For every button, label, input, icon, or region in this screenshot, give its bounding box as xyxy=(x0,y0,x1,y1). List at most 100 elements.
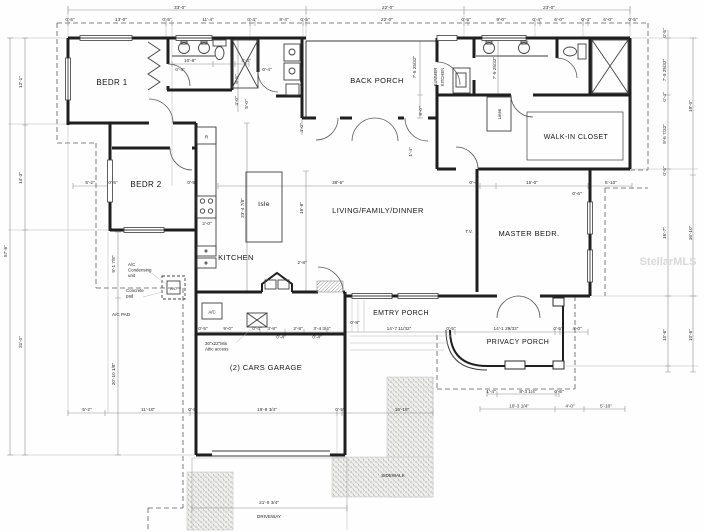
dimension-label: 31'-0" xyxy=(18,336,23,348)
dimension-label: 1'-4" xyxy=(486,389,496,394)
dimension-label: 5'-2" xyxy=(82,407,92,412)
dimension-label: 2'-0" xyxy=(202,221,212,226)
dimension-label: 0'-4" xyxy=(469,180,479,185)
garage-door xyxy=(212,450,330,457)
dimension-label: 0'-4" xyxy=(276,335,286,340)
dimension-label: 22'-0" xyxy=(381,17,393,22)
dimension-label: 0'-4" xyxy=(175,67,185,72)
dimension-label: 0'-4" xyxy=(662,92,667,102)
dimension-label: 0'-5" xyxy=(662,166,667,176)
dimension-label: 0'-4" xyxy=(581,17,591,22)
room-label: Isle xyxy=(258,201,270,208)
note-label: KITCHEN xyxy=(440,68,445,86)
room-label: EMTRY PORCH xyxy=(373,310,429,317)
room-labels-layer: BEDR 1 BEDR 2 KITCHEN IsleLIVING/FAMILY/DIN… xyxy=(96,76,608,372)
dimension-labels-layer: 33'-0" 22'-0" 23'-0" 0'-5" 13'-0" 0'-5" 11'-4"… xyxy=(3,5,693,505)
dimension-label: 7'-9 25/32" xyxy=(662,58,667,81)
note-label: unit xyxy=(128,273,136,278)
dimension-label: 9'-0" xyxy=(418,106,423,116)
dimension-label: 9'-6 7/32" xyxy=(662,124,667,144)
dimension-label: 9'-0" xyxy=(223,326,233,331)
dimension-label: 0'-8" xyxy=(350,320,360,325)
dimension-label: 5'-2" xyxy=(85,180,95,185)
dimension-label: 13'-0" xyxy=(115,17,127,22)
dimension-label: 23'-0" xyxy=(543,5,555,10)
dimension-label: 4'-0" xyxy=(234,96,239,106)
windows xyxy=(65,35,593,299)
dimension-label: 33'-0" xyxy=(174,5,186,10)
privacy-porch-walls xyxy=(445,296,564,371)
attic-access xyxy=(235,312,268,344)
note-label: SUMMER xyxy=(433,68,438,87)
laundry-appliances xyxy=(283,43,301,96)
room-label: PRIVACY PORCH xyxy=(487,339,550,346)
dimension-label: 0'-5" xyxy=(662,28,667,38)
dimension-label: 16'-7" xyxy=(662,227,667,239)
dimension-label: 0'-4" xyxy=(312,335,322,340)
dimension-label: 8'-4" xyxy=(279,17,289,22)
dimension-label: 38'-6" xyxy=(332,180,344,185)
dimension-label: 16'-10" xyxy=(688,225,693,240)
dimension-label: 10'-6" xyxy=(688,329,693,341)
dimension-label: 0'-5" xyxy=(554,389,564,394)
note-label: A/C PAD xyxy=(112,312,131,317)
dimension-label: 11'-10" xyxy=(141,407,156,412)
dimension-label: 22'-0" xyxy=(382,5,394,10)
dimension-label: 0'-4" xyxy=(262,67,272,72)
dimension-label: 3'-8" xyxy=(267,326,277,331)
dimension-label: 14'-1 29/32" xyxy=(494,326,519,331)
dimension-label: 0'-5" xyxy=(446,326,456,331)
dimension-label: 10'-6" xyxy=(662,329,667,341)
dimension-label: 0'-4" xyxy=(247,17,257,22)
note-label: A/C xyxy=(208,310,215,315)
dimension-label: 7'-9 25/32" xyxy=(492,56,497,79)
dimension-label: 0'-5" xyxy=(65,17,75,22)
note-label: Condensing xyxy=(128,268,152,273)
dimension-label: 6'-0" xyxy=(554,17,564,22)
room-label: LIVING/FAMILY/DINNER xyxy=(332,206,424,215)
dimension-label: 0'-4" xyxy=(252,326,262,331)
dimension-label: 0'-5" xyxy=(198,326,208,331)
dimension-label: 2'-8" xyxy=(297,260,307,265)
dimension-label: 19'-0" xyxy=(688,100,693,112)
door-swings xyxy=(148,57,578,319)
dimension-label: 15'-0" xyxy=(526,180,538,185)
dimension-label: 3'-0" xyxy=(241,58,251,63)
dimension-label: 10'-3 1/4" xyxy=(509,404,529,409)
dimension-label: 1'-4" xyxy=(408,147,413,157)
dimension-label: 9'-1 7/8" xyxy=(111,255,116,272)
dimension-label: 5'-10" xyxy=(605,180,617,185)
dimension-label: 0'-6" xyxy=(572,191,582,196)
dimension-label: 9'-0" xyxy=(496,17,506,22)
dimension-label: 0'-5" xyxy=(335,407,345,412)
kitchen-fixtures xyxy=(196,126,290,290)
dimension-label: 0'-5" xyxy=(187,180,197,185)
dimension-label: 57'-6" xyxy=(3,245,8,257)
note-label: DRIVEWAY xyxy=(257,514,281,519)
note-label: A/C xyxy=(170,286,177,291)
dimension-label: 6'-5" xyxy=(234,74,239,84)
dimension-label: 11'-4" xyxy=(202,17,214,22)
dimension-label: 0'-5" xyxy=(461,17,471,22)
setback-dashed-lines xyxy=(56,22,649,532)
dimension-label: 0'-5" xyxy=(300,17,310,22)
room-label: KITCHEN xyxy=(218,253,254,262)
note-label: A/C xyxy=(128,262,135,267)
note-label: Attic access xyxy=(205,347,229,352)
dimension-label: 4'-0" xyxy=(565,404,575,409)
room-label: MASTER BEDR. xyxy=(498,229,559,238)
note-label: 30"x22"Min xyxy=(205,341,228,346)
note-label: SIDEWALK xyxy=(381,473,406,478)
note-label: Concrete xyxy=(126,288,144,293)
note-label: pad xyxy=(126,294,134,299)
linen-closet xyxy=(486,96,512,132)
dimension-label: 6'-0" xyxy=(603,17,613,22)
dimension-label: 4'-0" xyxy=(572,326,582,331)
dimension-label: 21'-0 3/4" xyxy=(259,500,279,505)
room-label: BEDR 2 xyxy=(130,180,161,189)
room-label: WALK-IN CLOSET xyxy=(544,134,609,141)
note-label: R xyxy=(205,135,209,140)
dimension-label: 16'-8" xyxy=(299,202,304,214)
room-label: BEDR 1 xyxy=(96,78,127,87)
